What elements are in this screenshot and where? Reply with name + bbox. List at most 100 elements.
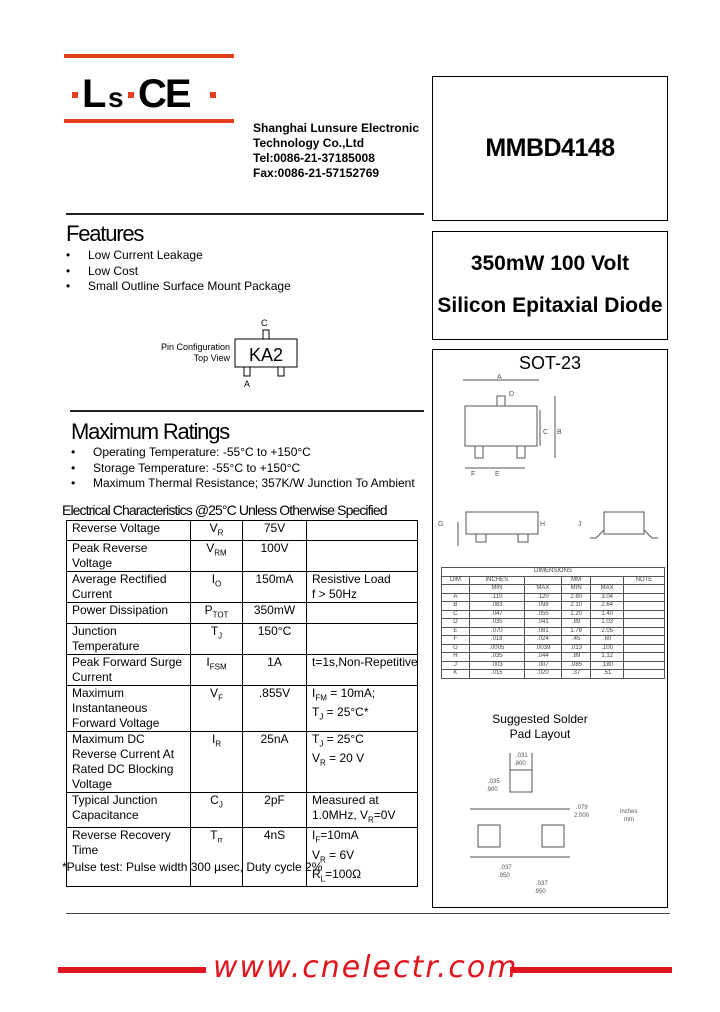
rating-item: Maximum Thermal Resistance; 357K/W Junct… [71, 476, 415, 492]
dim-cell: .085 [560, 660, 592, 670]
dim-cell [622, 609, 666, 619]
dim-cell [622, 618, 666, 628]
website-link[interactable]: www.cnelectr.com [213, 950, 519, 985]
dim-cell: INCHES [468, 575, 525, 585]
param-cell: Average Rectified Current [66, 571, 191, 604]
dim-cell: H [441, 652, 470, 662]
dim-cell: MAX [590, 584, 624, 594]
dim-cell [622, 652, 666, 662]
svg-text:B: B [557, 429, 562, 436]
part-number-box: MMBD4148 [432, 76, 668, 221]
param-cell: Peak Forward Surge Current [66, 653, 191, 686]
dim-row: J.003.007.085.180 [441, 660, 666, 670]
svg-text:.800: .800 [514, 761, 526, 767]
rating-item: Storage Temperature: -55°C to +150°C [71, 461, 415, 477]
dim-cell: E [441, 626, 470, 636]
dim-cell: B [441, 601, 470, 611]
svg-text:.037: .037 [536, 881, 548, 887]
svg-text:C: C [261, 318, 268, 328]
dim-cell [590, 575, 624, 585]
dim-cell: .044 [523, 652, 562, 662]
solder-pad-layout: .031 .800 .035 .900 .079 2.000 .037 .950… [470, 753, 637, 895]
features-rule [66, 213, 424, 215]
dim-cell: .51 [590, 669, 624, 679]
value-cell: 2pF [242, 791, 307, 829]
dim-cell: .055 [523, 609, 562, 619]
dim-cell [523, 575, 562, 585]
features-list: Low Current Leakage Low Cost Small Outli… [66, 248, 291, 295]
dim-cell: F [441, 635, 470, 645]
dim-cell: D [441, 618, 470, 628]
footer-rule [66, 913, 670, 914]
pin-config-diagram: C KA2 A [234, 318, 298, 389]
dim-cell [622, 584, 666, 594]
logo-ce: CE [138, 72, 191, 116]
dim-row: G.0005.0039.013.100 [441, 643, 666, 653]
svg-text:C: C [543, 429, 548, 436]
dim-cell: 1.12 [590, 652, 624, 662]
dim-cell: .180 [590, 660, 624, 670]
company-name: Shanghai Lunsure Electronic [253, 121, 420, 135]
param-cell: Maximum Instantaneous Forward Voltage [66, 684, 191, 732]
logo-l: L [82, 72, 106, 116]
dim-cell: .120 [523, 592, 562, 602]
dim-cell: 1.78 [560, 626, 592, 636]
dim-cell: .110 [468, 592, 525, 602]
value-cell: 150mA [242, 571, 307, 604]
features-title: Features [66, 221, 144, 246]
condition-cell: t=1s,Non-Repetitive [306, 653, 418, 686]
symbol-cell: PTOT [190, 602, 243, 624]
condition-cell: TJ = 25°C VR = 20 V [306, 730, 418, 793]
svg-text:2.000: 2.000 [574, 813, 590, 819]
dim-cell: A [441, 592, 470, 602]
param-cell: Reverse Recovery Time [66, 827, 191, 888]
condition-cell [306, 519, 418, 542]
dim-cell: MIN [560, 584, 592, 594]
dim-cell: .0039 [523, 643, 562, 653]
description-box: 350mW 100 Volt Silicon Epitaxial Diode [432, 231, 668, 340]
value-cell: .855V [242, 684, 307, 732]
dim-cell: .041 [523, 618, 562, 628]
param-cell: Junction Temperature [66, 622, 191, 655]
symbol-cell: VF [190, 684, 243, 732]
dim-cell: G [441, 643, 470, 653]
dim-cell [622, 601, 666, 611]
dim-cell [622, 626, 666, 636]
website-bar-right [510, 967, 672, 973]
dim-cell: .100 [590, 643, 624, 653]
description-line-2: Silicon Epitaxial Diode [437, 294, 663, 317]
symbol-cell: IFSM [190, 653, 243, 686]
company-name-2: Technology Co.,Ltd [253, 136, 365, 150]
condition-cell: Measured at 1.0MHz, VR=0V [306, 791, 418, 829]
company-fax: Fax:0086-21-57152769 [253, 166, 380, 180]
svg-text:.037: .037 [500, 865, 512, 871]
pulse-note: *Pulse test: Pulse width 300 µsec, Duty … [62, 860, 323, 874]
dim-row: K.015.020.37.51 [441, 669, 666, 679]
dim-cell: 2.10 [560, 601, 592, 611]
dim-cell: .013 [560, 643, 592, 653]
dim-cell [622, 592, 666, 602]
value-cell: 1A [242, 653, 307, 686]
condition-cell [306, 540, 418, 573]
condition-cell: Resistive Load f > 50Hz [306, 571, 418, 604]
dim-cell [622, 669, 666, 679]
dim-cell: .018 [468, 635, 525, 645]
dim-cell: .070 [468, 626, 525, 636]
svg-text:.079: .079 [576, 805, 588, 811]
svg-text:E: E [495, 471, 500, 478]
dim-cell: NOTE [622, 575, 666, 585]
svg-text:mm: mm [624, 817, 634, 823]
dim-cell: .083 [468, 601, 525, 611]
dim-row: F.018.024.45.60 [441, 635, 666, 645]
dim-cell: 1.20 [560, 609, 592, 619]
sot23-top-view: A D C B F E [463, 374, 562, 478]
